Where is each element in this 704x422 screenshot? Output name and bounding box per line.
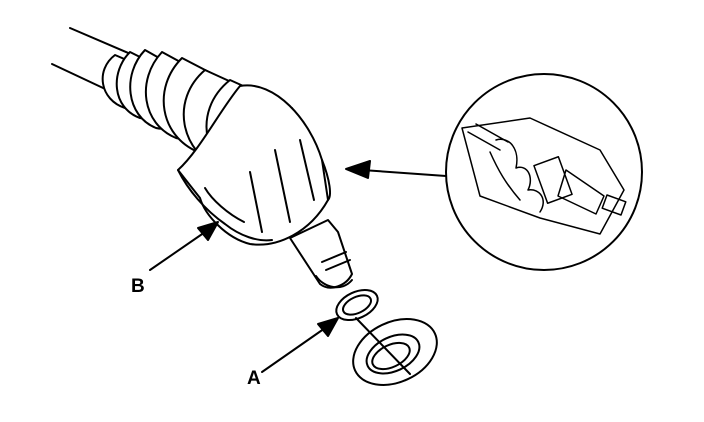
detail-inset [445, 73, 643, 271]
leader-arrow-a [261, 317, 339, 373]
callout-label-a: A [247, 368, 261, 389]
inset-shaft [467, 123, 627, 216]
inset-pointer-arrow [345, 160, 447, 179]
outer-joint-housing [177, 84, 331, 246]
oil-seal [352, 317, 438, 386]
callout-label-b: B [131, 276, 145, 297]
set-ring [335, 288, 379, 322]
leader-arrow-b [149, 221, 219, 271]
stub-shaft [289, 219, 353, 289]
